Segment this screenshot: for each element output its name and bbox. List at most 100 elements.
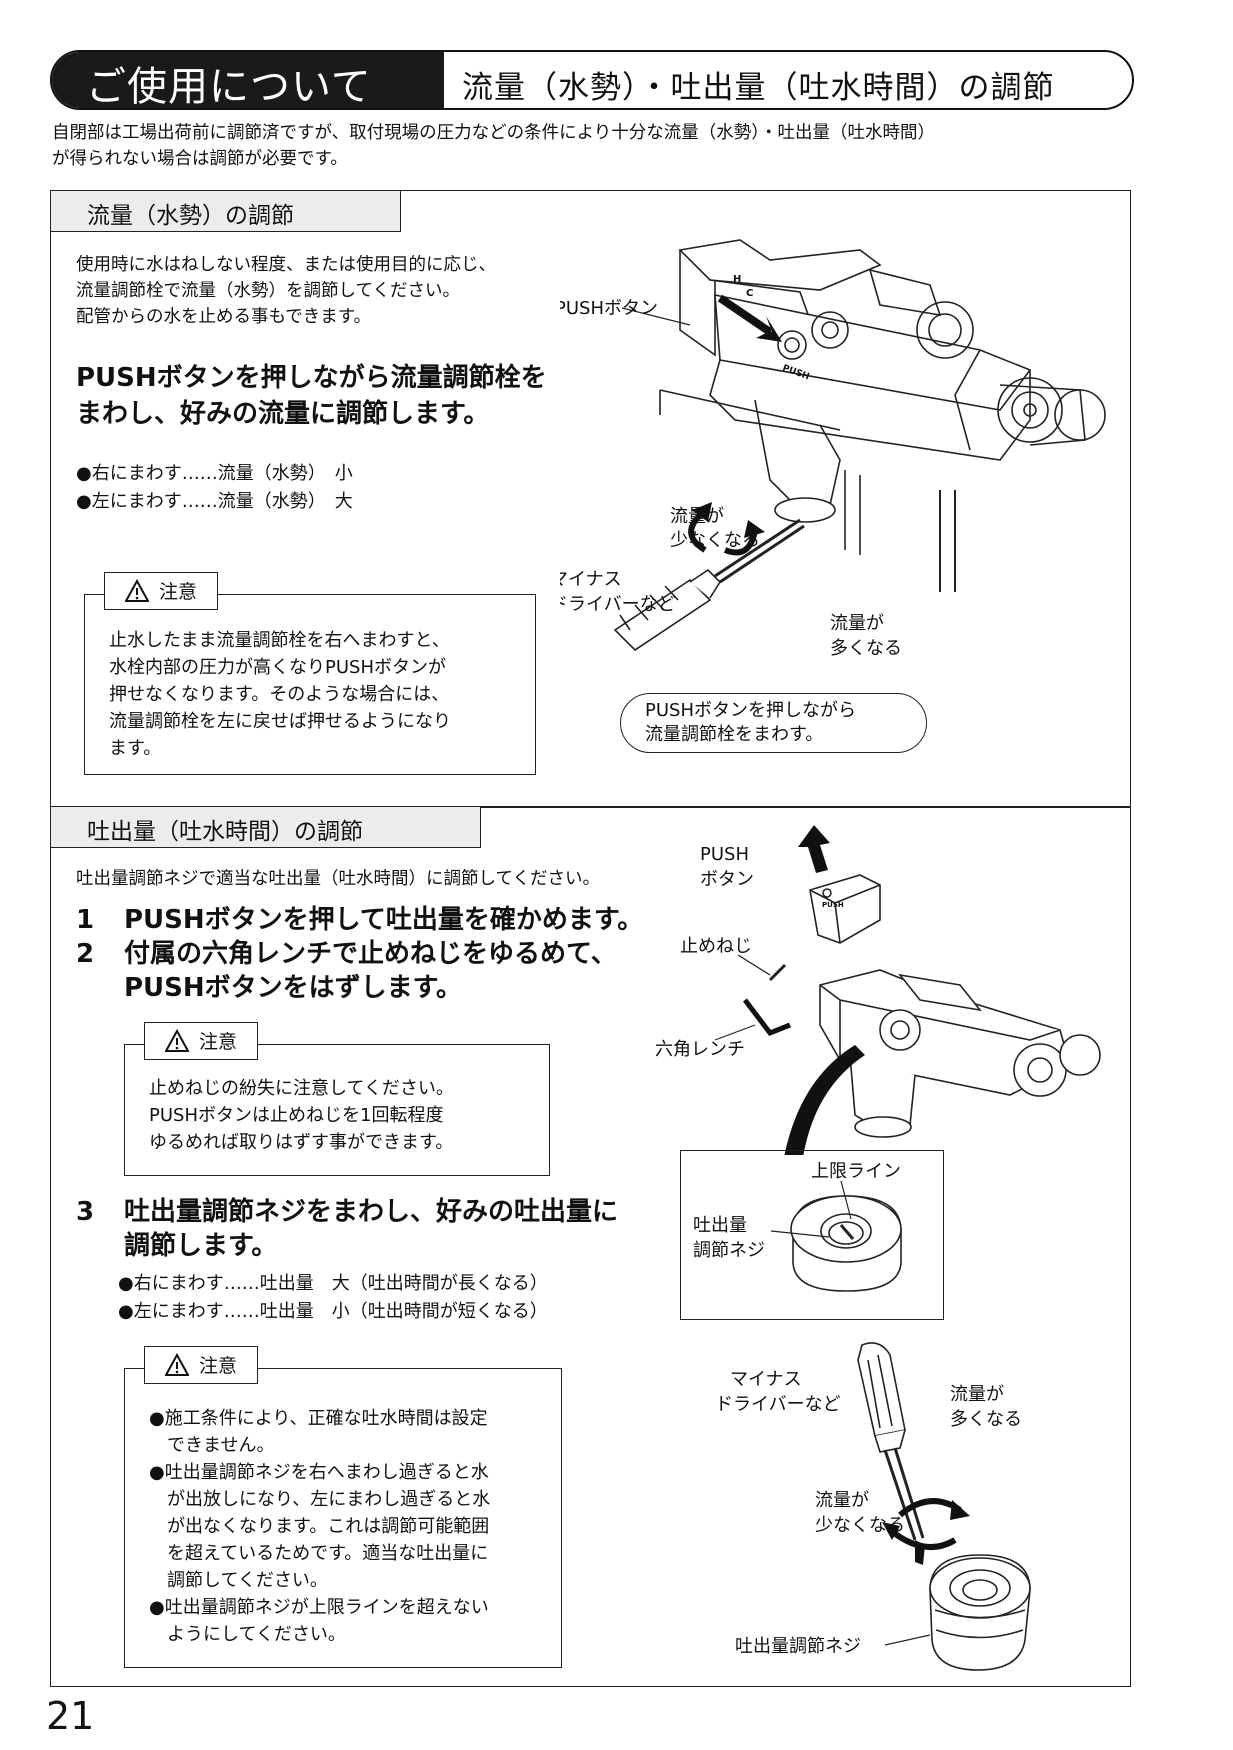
step-line: 吐出量調節ネジをまわし、好みの吐出量に: [124, 1197, 619, 1227]
caution-line: ゆるめれば取りはずす事ができます。: [149, 1132, 454, 1153]
fig-c-mark: C: [746, 288, 753, 299]
step-line: 付属の六角レンチで止めねじをゆるめて、: [124, 939, 617, 969]
push-button-removal-illustration: PUSH PUSH ボタン 止めねじ 六角レンチ: [655, 825, 1101, 1155]
step-3-text: 吐出量調節ネジをまわし、好みの吐出量に 調節します。: [124, 1195, 618, 1263]
caution-line: が出なくなります。これは調節可能範囲: [149, 1516, 490, 1537]
step-line: 調節します。: [124, 1231, 278, 1261]
header-main-title: ご使用について: [86, 64, 372, 110]
fig3-more-flow-line1: 流量が: [950, 1384, 1004, 1405]
adjust-screw-driver-illustration: マイナス ドライバーなど 流量が 多くなる 流量が 少なくなる 吐出量調節ネジ: [720, 1342, 1031, 1671]
fig3-adjust-screw-label: 吐出量調節ネジ: [735, 1636, 861, 1657]
warning-icon: [125, 579, 149, 602]
caution-line: を超えているためです。適当な吐出量に: [149, 1543, 489, 1564]
body-line: 使用時に水はねしない程度、または使用目的に応じ、: [76, 255, 496, 275]
step-line: PUSHボタンを押して吐出量を確かめます。: [124, 905, 644, 935]
caution-line: 水栓内部の圧力が高くなりPUSHボタンが: [109, 657, 446, 678]
fig-less-flow-line2: 少なくなる: [670, 530, 760, 551]
fig2-upper-line: 上限ライン: [811, 1161, 901, 1182]
section2-title-tab: 吐出量（吐水時間）の調節: [50, 806, 481, 848]
section1-lead: PUSHボタンを押しながら流量調節栓を まわし、好みの流量に調節します。: [76, 360, 547, 432]
caution-line: ます。: [109, 738, 162, 759]
intro-paragraph: 自閉部は工場出荷前に調節済ですが、取付現場の圧力などの条件により十分な流量（水勢…: [52, 120, 935, 172]
page-header: ご使用について 流量（水勢）・吐出量（吐水時間）の調節: [50, 50, 1134, 110]
caution-line: 止めねじの紛失に注意してください。: [149, 1078, 454, 1099]
caution-line: 調節してください。: [149, 1570, 328, 1591]
fig-note-box: PUSHボタンを押しながら 流量調節栓をまわす。: [620, 693, 927, 753]
section2-caution1-box: 止めねじの紛失に注意してください。 PUSHボタンは止めねじを1回転程度 ゆるめ…: [124, 1044, 550, 1176]
fig2-adjust-screw-line1: 吐出量: [693, 1215, 747, 1236]
section2-caution2-box: ●施工条件により、正確な吐水時間は設定 できません。 ●吐出量調節ネジを右へまわ…: [124, 1368, 562, 1668]
fig-driver-line2: ドライバーなど: [560, 594, 676, 615]
adjust-screw-detail-box: [680, 1150, 944, 1320]
fig-note-line: PUSHボタンを押しながら: [645, 700, 856, 721]
fig3-less-flow-line2: 少なくなる: [815, 1515, 905, 1536]
step-2: 2: [76, 937, 94, 971]
step-2-text: 付属の六角レンチで止めねじをゆるめて、 PUSHボタンをはずします。: [124, 937, 617, 1005]
caution-label: 注意: [199, 1031, 238, 1053]
section1-caution-tab: 注意: [104, 572, 218, 610]
content-frame: [50, 190, 1131, 1687]
step-number: 1: [76, 905, 95, 935]
caution-line: できません。: [149, 1435, 275, 1456]
step-line: PUSHボタンをはずします。: [124, 973, 463, 1003]
fig-push-button-label: PUSHボタン: [560, 298, 658, 319]
section2-body: 吐出量調節ネジで適当な吐出量（吐水時間）に調節してください。: [76, 869, 600, 889]
step-1: 1: [76, 903, 94, 937]
warning-icon: [165, 1029, 189, 1052]
fig2-adjust-screw-line2: 調節ネジ: [693, 1240, 765, 1261]
fig2-push-line1: PUSH: [700, 844, 749, 865]
intro-line: 自閉部は工場出荷前に調節済ですが、取付現場の圧力などの条件により十分な流量（水勢…: [52, 123, 936, 143]
fig3-driver-line1: マイナス: [730, 1369, 802, 1390]
step-1-text: PUSHボタンを押して吐出量を確かめます。: [124, 903, 643, 937]
intro-line: が得られない場合は調節が必要です。: [52, 149, 348, 169]
fig-more-flow-line1: 流量が: [830, 613, 884, 634]
fig-h-mark: H: [733, 274, 741, 285]
caution-line: ●吐出量調節ネジを右へまわし過ぎると水: [149, 1462, 489, 1483]
section-divider: [50, 806, 1131, 808]
bullet-right: ●右にまわす‥‥‥吐出量 大（吐出時間が長くなる）: [118, 1273, 548, 1294]
body-line: 流量調節栓で流量（水勢）を調節してください。: [76, 281, 460, 301]
fig-less-flow-line1: 流量が: [670, 506, 724, 527]
bullet-right: ●右にまわす‥‥‥流量（水勢） 小: [76, 463, 353, 484]
warning-icon: [165, 1353, 189, 1376]
section2-caution1-tab: 注意: [144, 1022, 258, 1060]
section1-caution-box: 止水したまま流量調節栓を右へまわすと、 水栓内部の圧力が高くなりPUSHボタンが…: [84, 594, 536, 775]
fig-note-line: 流量調節栓をまわす。: [645, 724, 824, 745]
faucet-flow-adjust-illustration: PUSHボタン 流量が 少なくなる マイナス ドライバーなど 流量が 多くなる …: [560, 239, 1106, 659]
caution-line: 押せなくなります。そのような場合には、: [109, 684, 450, 705]
caution-line: ●施工条件により、正確な吐水時間は設定: [149, 1408, 488, 1429]
bullet-left: ●左にまわす‥‥‥流量（水勢） 大: [76, 491, 353, 512]
cap-push-mark: PUSH: [822, 901, 844, 909]
fig2-set-screw: 止めねじ: [680, 936, 752, 957]
fig-driver-line1: マイナス: [560, 569, 622, 590]
caution-line: ●吐出量調節ネジが上限ラインを超えない: [149, 1597, 489, 1618]
section1-title-tab: 流量（水勢）の調節: [50, 190, 401, 232]
bullet-left: ●左にまわす‥‥‥吐出量 小（吐出時間が短くなる）: [118, 1301, 548, 1322]
step-3: 3: [76, 1195, 94, 1229]
section1-body: 使用時に水はねしない程度、または使用目的に応じ、 流量調節栓で流量（水勢）を調節…: [76, 252, 496, 330]
body-line: 配管からの水を止める事もできます。: [76, 307, 372, 327]
adjust-screw-detail-illustration: 上限ライン 吐出量 調節ネジ: [693, 1161, 902, 1292]
header-pill: ご使用について: [52, 52, 444, 110]
header-subtitle: 流量（水勢）・吐出量（吐水時間）の調節: [462, 70, 1055, 106]
caution-text: 止水したまま流量調節栓を右へまわすと、 水栓内部の圧力が高くなりPUSHボタンが…: [109, 627, 451, 762]
caution-label: 注意: [199, 1355, 238, 1377]
page-number: 21: [46, 1694, 95, 1738]
caution-text: 止めねじの紛失に注意してください。 PUSHボタンは止めねじを1回転程度 ゆるめ…: [149, 1075, 454, 1156]
caution-line: PUSHボタンは止めねじを1回転程度: [149, 1105, 444, 1126]
fig2-push-line2: ボタン: [700, 869, 754, 890]
section2-bullets: ●右にまわす‥‥‥吐出量 大（吐出時間が長くなる） ●左にまわす‥‥‥吐出量 小…: [118, 1270, 548, 1326]
lead-line: PUSHボタンを押しながら流量調節栓を: [76, 363, 547, 393]
caution-label: 注意: [159, 581, 198, 603]
caution-line: が出放しになり、左にまわし過ぎると水: [149, 1489, 491, 1510]
caution-line: 流量調節栓を左に戻せば押せるようになり: [109, 711, 451, 732]
caution-line: 止水したまま流量調節栓を右へまわすと、: [109, 630, 450, 651]
fig3-more-flow-line2: 多くなる: [950, 1409, 1022, 1430]
fig2-hex-wrench: 六角レンチ: [655, 1039, 745, 1060]
lead-line: まわし、好みの流量に調節します。: [76, 399, 490, 429]
section1-bullets: ●右にまわす‥‥‥流量（水勢） 小 ●左にまわす‥‥‥流量（水勢） 大: [76, 460, 353, 516]
fig3-driver-line2: ドライバーなど: [720, 1394, 841, 1415]
fig3-less-flow-line1: 流量が: [815, 1490, 869, 1511]
caution-text: ●施工条件により、正確な吐水時間は設定 できません。 ●吐出量調節ネジを右へまわ…: [149, 1405, 490, 1648]
caution-line: ようにしてください。: [149, 1624, 346, 1645]
